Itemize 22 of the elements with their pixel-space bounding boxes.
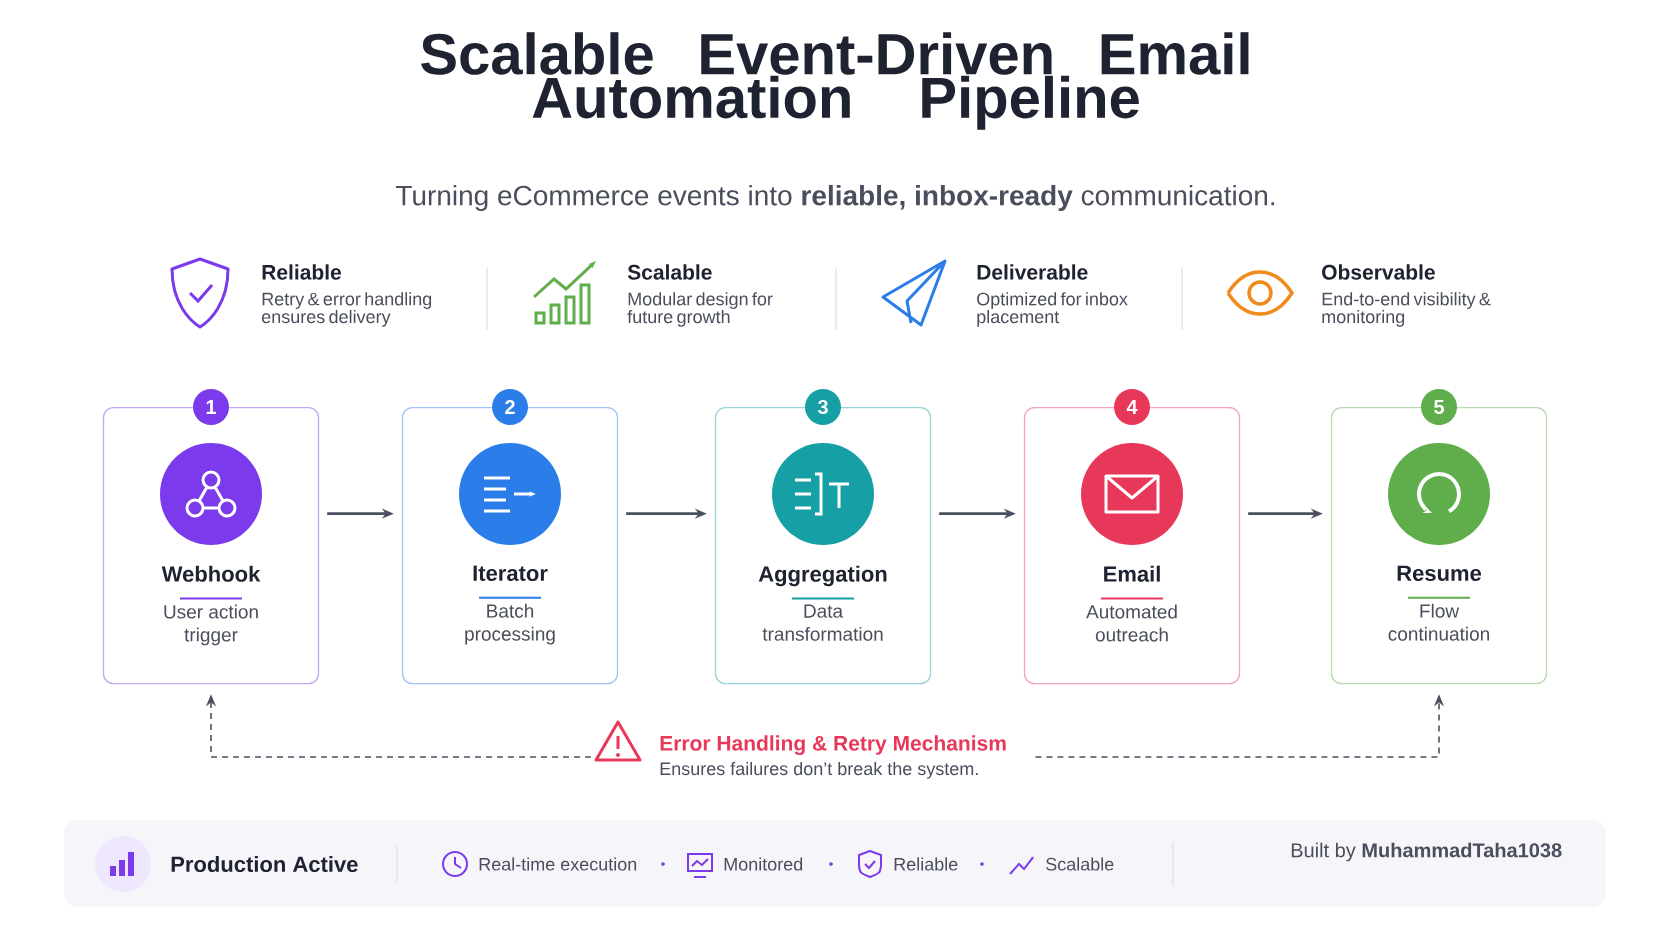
feature-text: Optimized for inbox placement [977,292,1128,327]
number-badge: 4 [1114,389,1150,425]
feature-heading: Observable [1322,264,1435,280]
feature-heading: Reliable [262,264,342,280]
status-label: Production Active [171,855,358,873]
number-badge: 2 [492,389,528,425]
number-badge: 3 [805,389,841,425]
number-badge: 5 [1421,389,1457,425]
author-credit: Built by MuhammadTaha1038 [1291,842,1562,862]
feature-text: End-to-end visibility & monitoring [1322,292,1491,327]
subtitle: Turning eCommerce events into reliable, inbox-ready communication. [396,184,1275,212]
number-badge: 1 [193,389,229,425]
error-handling-note: Error Handling & Retry Mechanism Ensures failures don’t break the system. [660,735,1006,779]
feature-heading: Deliverable [977,264,1088,280]
status-item: Real-time execution [479,857,637,871]
title: Scalable Event-Driven Email Automation Pipeline [421,32,1249,130]
feature-heading: Scalable [627,264,712,280]
feature-text: Modular design for future growth [627,292,773,327]
status-item: Reliable [894,857,958,871]
status-item: Monitored [724,857,803,871]
feature-text: Retry & error handling ensures delivery [262,292,432,327]
status-item: Scalable [1046,857,1114,871]
